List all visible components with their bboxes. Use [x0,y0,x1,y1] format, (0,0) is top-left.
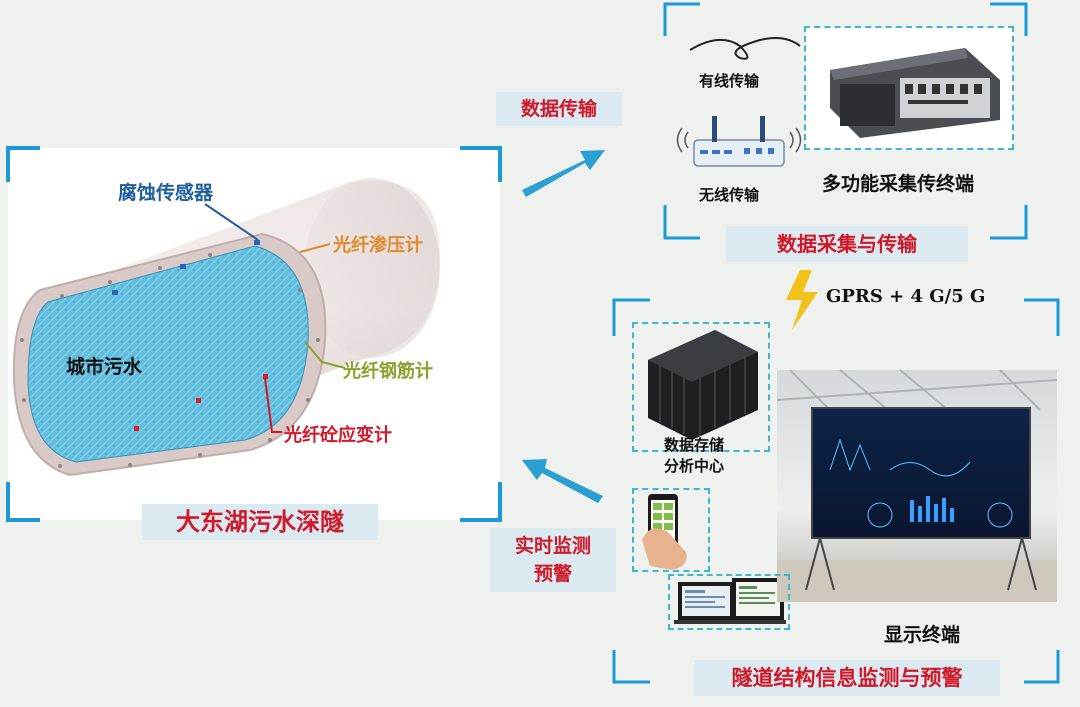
sensor-osmotic-label: 光纤渗压计 [333,235,423,256]
tunnel-frame [6,146,502,522]
wired-cable [689,37,801,60]
phone-box [632,488,710,572]
terminal-label: 多功能采集传终端 [822,173,975,195]
storage-box [632,322,770,452]
sensor-strain-label: 光纤砼应变计 [284,425,392,446]
lightning-icon [786,270,818,330]
arrow-up-right [522,150,605,197]
monitoring-frame [612,298,1060,684]
sewage-label: 城市污水 [66,356,143,378]
sensor-corrosion-label: 腐蚀传感器 [118,182,214,204]
acquisition-frame [663,2,1028,240]
laptop-graphic [674,578,786,624]
acquisition-caption: 数据采集与传输 [726,226,968,262]
storage-line2: 分析中心 [664,457,725,475]
router-graphic [676,116,802,167]
realtime-line1: 实时监测 [514,535,591,557]
daq-device-box [804,26,1014,150]
monitoring-caption: 隧道结构信息监测与预警 [694,660,1000,696]
display-hall-graphic [776,369,1058,602]
tunnel-caption: 大东湖污水深隧 [142,504,378,540]
network-label: GPRS + 4 G/5 G [826,286,986,307]
arrow-down-left [522,459,603,503]
realtime-warning-label: 实时监测 预警 [490,528,616,592]
realtime-line2: 预警 [533,563,572,585]
tunnel-pipe-illustration [12,178,440,477]
wireless-label: 无线传输 [699,186,760,204]
wired-label: 有线传输 [699,72,760,90]
laptop-box [668,574,790,630]
sensor-rebar-label: 光纤钢筋计 [343,361,433,382]
storage-label: 数据存储 分析中心 [664,434,724,476]
data-transfer-label: 数据传输 [496,92,622,126]
storage-line1: 数据存储 [664,436,725,454]
daq-device-graphic [830,48,1000,138]
smartphone-graphic [642,494,687,570]
server-rack-graphic [648,330,758,440]
display-terminal-label: 显示终端 [884,624,961,646]
